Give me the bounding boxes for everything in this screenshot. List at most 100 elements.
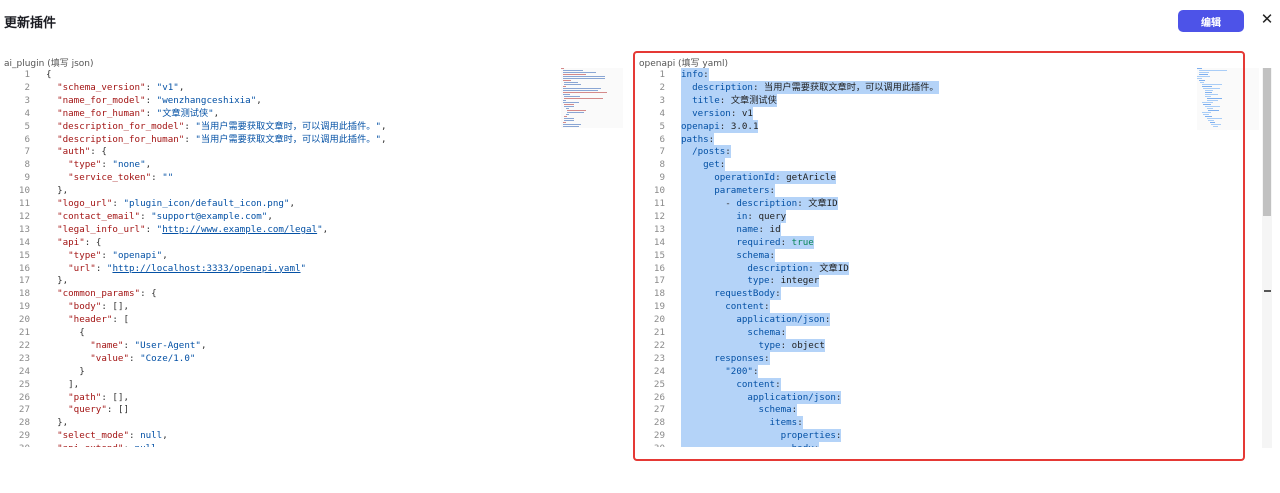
code-line[interactable]: 26 "path": [], xyxy=(0,391,630,404)
code-line[interactable]: 14 required: true xyxy=(635,235,1195,249)
minimap-line xyxy=(562,72,596,73)
code-line[interactable]: 9 operationId: getAricle xyxy=(635,171,1195,185)
editor-scrollbar-thumb[interactable] xyxy=(1263,68,1271,216)
code-token: : [] xyxy=(106,404,130,416)
code-text: operationId: getAricle xyxy=(681,171,836,185)
minimap-line xyxy=(565,108,569,109)
left-editor-minimap[interactable] xyxy=(561,68,623,128)
code-line[interactable]: 14 "api": { xyxy=(0,236,630,249)
code-line[interactable]: 11 - description: 文章ID xyxy=(635,197,1195,210)
code-line[interactable]: 17 }, xyxy=(0,274,630,287)
code-line[interactable]: 29 "select_mode": null, xyxy=(0,429,630,442)
ai-plugin-json-editor[interactable]: 1{2 "schema_version": "v1",3 "name_for_m… xyxy=(0,67,630,447)
code-line[interactable]: 30 "api_extend": null xyxy=(0,442,630,447)
code-line[interactable]: 2 description: 当用户需要获取文章时，可以调用此插件。 xyxy=(635,80,1195,94)
code-token: { xyxy=(46,327,85,338)
code-line[interactable]: 25 content: xyxy=(635,377,1195,391)
code-line[interactable]: 22 "name": "User-Agent", xyxy=(0,339,630,352)
code-line[interactable]: 3 title: 文章测试侠 xyxy=(635,93,1195,107)
code-token: : xyxy=(808,262,820,274)
code-line[interactable]: 8 get: xyxy=(635,158,1195,172)
code-line[interactable]: 3 "name_for_model": "wenzhangceshixia", xyxy=(0,94,630,107)
code-line[interactable]: 8 "type": "none", xyxy=(0,158,630,171)
right-editor-minimap[interactable] xyxy=(1197,68,1259,130)
code-text: application/json: xyxy=(681,390,842,404)
code-token: : xyxy=(145,81,157,93)
editor-scrollbar-track[interactable] xyxy=(1262,68,1272,448)
code-line[interactable]: 10 }, xyxy=(0,184,630,197)
code-line[interactable]: 19 "body": [], xyxy=(0,300,630,313)
code-line[interactable]: 9 "service_token": "" xyxy=(0,171,630,184)
code-token xyxy=(46,288,57,299)
code-line[interactable]: 22 type: object xyxy=(635,338,1195,352)
code-line[interactable]: 12 in: query xyxy=(635,209,1195,223)
minimap-line xyxy=(562,78,605,79)
code-token: , xyxy=(145,159,152,171)
code-line[interactable]: 11 "logo_url": "plugin_icon/default_icon… xyxy=(0,197,630,210)
code-line[interactable]: 16 "url": "http://localhost:3333/openapi… xyxy=(0,262,630,275)
code-line[interactable]: 24 } xyxy=(0,365,630,378)
code-text: title: 文章测试侠 xyxy=(681,93,777,107)
code-token: schema xyxy=(736,249,770,261)
code-line[interactable]: 2 "schema_version": "v1", xyxy=(0,81,630,94)
code-line[interactable]: 25 ], xyxy=(0,378,630,391)
code-line[interactable]: 20 "header": [ xyxy=(0,313,630,326)
code-line[interactable]: 12 "contact_email": "support@example.com… xyxy=(0,210,630,223)
code-token: "openapi" xyxy=(112,249,163,261)
modal-title: 更新插件 xyxy=(4,16,57,31)
code-token: : xyxy=(791,404,798,416)
highlight-box xyxy=(633,51,1245,461)
code-token: "当用户需要获取文章时，可以调用此插件。" xyxy=(195,133,382,145)
code-line[interactable]: 13 name: id xyxy=(635,222,1195,236)
code-line[interactable]: 15 schema: xyxy=(635,248,1195,262)
code-line[interactable]: 23 responses: xyxy=(635,351,1195,365)
code-line[interactable]: 21 { xyxy=(0,326,630,339)
code-line[interactable]: 17 type: integer xyxy=(635,274,1195,288)
code-line[interactable]: 30 body: xyxy=(635,442,1195,447)
code-line[interactable]: 27 "query": [] xyxy=(0,403,630,416)
code-line[interactable]: 7 "auth": { xyxy=(0,145,630,158)
code-line[interactable]: 18 requestBody: xyxy=(635,287,1195,301)
code-line[interactable]: 20 application/json: xyxy=(635,313,1195,327)
code-line[interactable]: 6 "description_for_human": "当用户需要获取文章时，可… xyxy=(0,133,630,146)
code-token: version xyxy=(692,107,731,119)
close-icon[interactable]: ✕ xyxy=(1260,10,1274,28)
code-line[interactable]: 24 "200": xyxy=(635,364,1195,378)
code-line[interactable]: 27 schema: xyxy=(635,403,1195,417)
code-token: : xyxy=(95,262,107,274)
line-number: 28 xyxy=(18,417,30,429)
code-line[interactable]: 13 "legal_info_url": "http://www.example… xyxy=(0,223,630,236)
code-line[interactable]: 19 content: xyxy=(635,300,1195,314)
code-line[interactable]: 16 description: 文章ID xyxy=(635,261,1195,275)
code-line[interactable]: 4 version: v1 xyxy=(635,106,1195,120)
edit-button[interactable]: 编辑 xyxy=(1178,10,1244,32)
code-line[interactable]: 4 "name_for_human": "文章测试侠", xyxy=(0,107,630,120)
code-text: "header": [ xyxy=(46,313,129,326)
code-line[interactable]: 26 application/json: xyxy=(635,390,1195,404)
code-token: " xyxy=(317,223,323,235)
code-line[interactable]: 28 }, xyxy=(0,416,630,429)
code-token: " xyxy=(300,262,307,274)
code-token: "文章测试侠" xyxy=(156,107,214,119)
code-line[interactable]: 28 items: xyxy=(635,416,1195,430)
code-line[interactable]: 5 "description_for_model": "当用户需要获取文章时，可… xyxy=(0,120,630,133)
minimap-line xyxy=(562,124,581,125)
code-line[interactable]: 29 properties: xyxy=(635,429,1195,443)
code-line[interactable]: 15 "type": "openapi", xyxy=(0,249,630,262)
code-line[interactable]: 10 parameters: xyxy=(635,184,1195,198)
code-token xyxy=(46,108,57,119)
code-line[interactable]: 1{ xyxy=(0,68,630,81)
code-token: , xyxy=(381,120,387,132)
code-token: schema xyxy=(758,404,792,416)
minimap-line xyxy=(564,106,575,107)
code-line[interactable]: 21 schema: xyxy=(635,326,1195,339)
code-line[interactable]: 18 "common_params": { xyxy=(0,287,630,300)
code-token: "api_extend" xyxy=(57,443,123,447)
code-line[interactable]: 23 "value": "Coze/1.0" xyxy=(0,352,630,365)
code-line[interactable]: 7 /posts: xyxy=(635,145,1195,159)
code-token: "schema_version" xyxy=(57,81,146,93)
